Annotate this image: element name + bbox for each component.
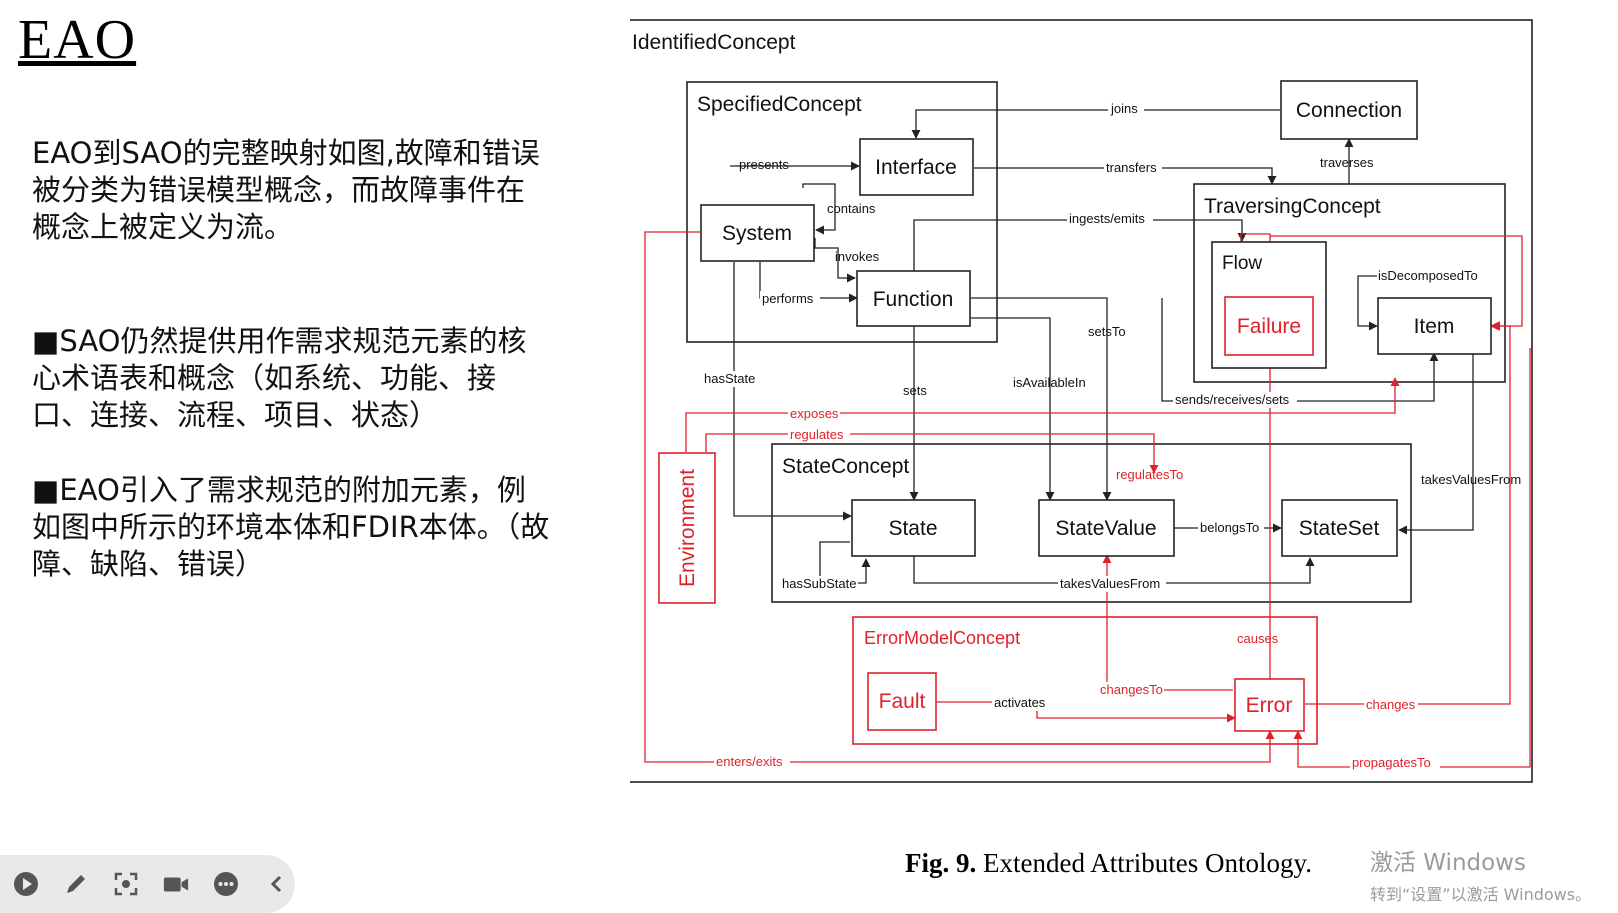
node-error: Error xyxy=(1234,678,1305,732)
edge-label-presents: presents xyxy=(739,157,789,172)
svg-text:State: State xyxy=(888,517,937,540)
play-icon[interactable] xyxy=(12,870,40,898)
svg-text:StateSet: StateSet xyxy=(1299,517,1380,540)
ontology-diagram: IdentifiedConcept SpecifiedConcept Trave… xyxy=(630,19,1533,783)
edge-label-changesto: changesTo xyxy=(1100,682,1163,697)
edge-label-hasstate: hasState xyxy=(704,371,755,386)
edge-label-causes: causes xyxy=(1237,631,1279,646)
svg-text:Fault: Fault xyxy=(879,690,926,713)
edge-label-isavailablein: isAvailableIn xyxy=(1013,375,1086,390)
node-item: Item xyxy=(1377,297,1492,355)
video-icon[interactable] xyxy=(162,870,190,898)
state-concept-label: StateConcept xyxy=(782,455,909,478)
eao-bullet: ■EAO引入了需求规范的附加元素，例如图中所示的环境本体和FDIR本体。（故障、… xyxy=(32,473,550,581)
traversing-concept-label: TraversingConcept xyxy=(1204,195,1381,218)
edge-label-changes: changes xyxy=(1366,697,1416,712)
svg-text:Environment: Environment xyxy=(676,469,699,587)
edge-label-isdecomposedto: isDecomposedTo xyxy=(1378,268,1478,283)
node-failure: Failure xyxy=(1224,296,1314,356)
identified-concept-label: IdentifiedConcept xyxy=(632,31,796,54)
figure-caption: Fig. 9. Extended Attributes Ontology. xyxy=(905,848,1312,879)
svg-text:StateValue: StateValue xyxy=(1055,517,1156,540)
edge-label-regulates: regulates xyxy=(790,427,844,442)
specified-concept-box xyxy=(686,81,998,343)
edge-label-traverses: traverses xyxy=(1320,155,1374,170)
edge-label-exposes: exposes xyxy=(790,406,839,421)
svg-text:Failure: Failure xyxy=(1237,315,1301,338)
edge-label-performs: performs xyxy=(762,291,814,306)
edge-label-sets: sets xyxy=(903,383,927,398)
screenshot-icon[interactable] xyxy=(112,870,140,898)
node-environment: Environment xyxy=(658,452,716,604)
edge-label-transfers: transfers xyxy=(1106,160,1157,175)
sao-bullet: ■SAO仍然提供用作需求规范元素的核心术语表和概念（如系统、功能、接口、连接、流… xyxy=(32,324,527,432)
edge-label-joins: joins xyxy=(1110,101,1138,116)
edge-label-ingests-emits: ingests/emits xyxy=(1069,211,1145,226)
svg-text:Connection: Connection xyxy=(1296,99,1402,122)
specified-concept-label: SpecifiedConcept xyxy=(697,93,862,116)
edge-label-regulatesto: regulatesTo xyxy=(1116,467,1183,482)
svg-text:Error: Error xyxy=(1246,694,1293,717)
edge-label-activates: activates xyxy=(994,695,1046,710)
svg-text:Item: Item xyxy=(1414,315,1455,338)
node-state: State xyxy=(851,499,976,557)
node-connection: Connection xyxy=(1280,80,1418,140)
edge-label-takesvaluesfrom-state: takesValuesFrom xyxy=(1060,576,1160,591)
node-interface: Interface xyxy=(859,138,974,196)
red-edges xyxy=(644,231,1531,768)
node-system: System xyxy=(700,204,815,262)
svg-text:Function: Function xyxy=(873,288,954,311)
slide-title: EAO xyxy=(18,9,137,71)
state-concept-box xyxy=(771,443,1412,603)
edge-label-hassubstate: hasSubState xyxy=(782,576,856,591)
node-fault: Fault xyxy=(867,672,937,731)
edge-label-contains: contains xyxy=(827,201,876,216)
caption-text: Extended Attributes Ontology. xyxy=(983,848,1312,878)
watermark-line2: 转到“设置”以激活 Windows。 xyxy=(1370,885,1592,904)
windows-activation-watermark: 激活 Windows 转到“设置”以激活 Windows。 xyxy=(1370,843,1591,905)
collapse-icon[interactable] xyxy=(262,870,290,898)
edge-label-propagatesto: propagatesTo xyxy=(1352,755,1431,770)
edge-label-takesvaluesfrom-item: takesValuesFrom xyxy=(1421,472,1521,487)
svg-text:System: System xyxy=(722,222,792,245)
edge-label-sends-receives-sets: sends/receives/sets xyxy=(1175,392,1290,407)
caption-label: Fig. 9. xyxy=(905,848,977,878)
pen-icon[interactable] xyxy=(62,870,90,898)
svg-text:Flow: Flow xyxy=(1222,253,1262,274)
errormodel-concept-box xyxy=(852,616,1318,745)
edge-label-belongsto: belongsTo xyxy=(1200,520,1259,535)
edge-label-invokes: invokes xyxy=(835,249,880,264)
intro-paragraph: EAO到SAO的完整映射如图,故障和错误被分类为错误模型概念，而故障事件在概念上… xyxy=(32,136,540,244)
more-icon[interactable] xyxy=(212,870,240,898)
svg-text:Interface: Interface xyxy=(875,156,957,179)
node-function: Function xyxy=(856,270,971,327)
presentation-toolbar xyxy=(0,855,295,913)
edge-label-enters-exits: enters/exits xyxy=(716,754,783,769)
identified-concept-box xyxy=(630,19,1533,783)
errormodel-concept-label: ErrorModelConcept xyxy=(864,628,1020,648)
watermark-line1: 激活 Windows xyxy=(1370,850,1526,876)
edge-label-setsto: setsTo xyxy=(1088,324,1126,339)
node-statevalue: StateValue xyxy=(1038,499,1175,557)
node-stateset: StateSet xyxy=(1281,499,1398,557)
